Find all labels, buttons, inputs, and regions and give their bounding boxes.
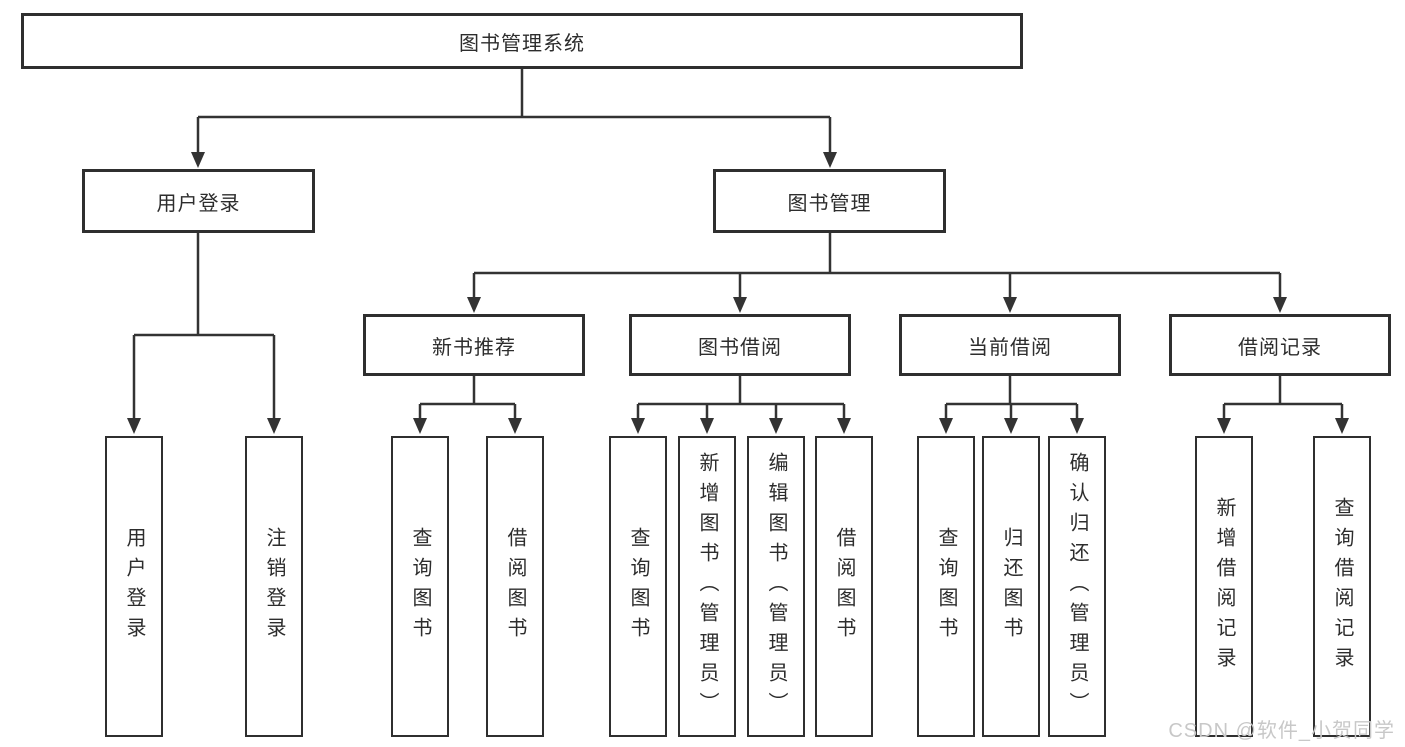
leaf-return-books: 归还图书 [982, 436, 1040, 737]
leaf-logout: 注销登录 [245, 436, 303, 737]
wire-book-management-to-level2 [472, 233, 1282, 298]
node-borrow-record: 借阅记录 [1169, 314, 1391, 376]
leaf-confirm-return-admin-label: 确认归还（管理员） [1066, 451, 1088, 722]
wire-new-book-to-leaves [418, 376, 517, 419]
leaf-logout-label: 注销登录 [263, 526, 285, 647]
leaf-add-borrow-record: 新增借阅记录 [1195, 436, 1253, 737]
leaf-edit-books-admin-label: 编辑图书（管理员） [765, 451, 787, 722]
leaf-add-books-admin: 新增图书（管理员） [678, 436, 736, 737]
node-new-book-recommend: 新书推荐 [363, 314, 585, 376]
leaf-edit-books-admin: 编辑图书（管理员） [747, 436, 805, 737]
node-book-management-label: 图书管理 [787, 192, 872, 215]
node-user-login-branch: 用户登录 [82, 169, 315, 233]
leaf-borrow-books-label: 借阅图书 [833, 526, 855, 647]
wire-borrow-record-to-leaves [1222, 376, 1344, 419]
wire-current-borrow-to-leaves [944, 376, 1079, 419]
leaf-query-borrow-record-label: 查询借阅记录 [1331, 496, 1353, 677]
node-new-book-recommend-label: 新书推荐 [432, 336, 516, 359]
leaf-user-login: 用户登录 [105, 436, 163, 737]
csdn-watermark: CSDN @软件_小贺同学 [1168, 720, 1395, 742]
node-current-borrow-label: 当前借阅 [968, 336, 1052, 359]
leaf-user-login-label: 用户登录 [123, 526, 145, 647]
leaf-borrow-query-books-label: 查询图书 [627, 526, 649, 647]
wire-root-to-level1 [196, 69, 832, 153]
node-book-borrow-label: 图书借阅 [698, 336, 782, 359]
node-root: 图书管理系统 [21, 13, 1023, 69]
leaf-borrow-query-books: 查询图书 [609, 436, 667, 737]
leaf-borrow-books: 借阅图书 [815, 436, 873, 737]
leaf-newbook-borrow-books-label: 借阅图书 [504, 526, 526, 647]
wire-user-login-to-leaves [132, 233, 276, 419]
wire-book-borrow-to-leaves [636, 376, 846, 419]
leaf-current-query-books-label: 查询图书 [935, 526, 957, 647]
leaf-newbook-query-books-label: 查询图书 [409, 526, 431, 647]
leaf-query-borrow-record: 查询借阅记录 [1313, 436, 1371, 737]
leaf-add-books-admin-label: 新增图书（管理员） [696, 451, 718, 722]
leaf-confirm-return-admin: 确认归还（管理员） [1048, 436, 1106, 737]
leaf-add-borrow-record-label: 新增借阅记录 [1213, 496, 1235, 677]
node-borrow-record-label: 借阅记录 [1238, 336, 1322, 359]
node-book-management-branch: 图书管理 [713, 169, 946, 233]
node-current-borrow: 当前借阅 [899, 314, 1121, 376]
node-user-login-label: 用户登录 [156, 192, 241, 215]
leaf-return-books-label: 归还图书 [1000, 526, 1022, 647]
leaf-newbook-borrow-books: 借阅图书 [486, 436, 544, 737]
leaf-newbook-query-books: 查询图书 [391, 436, 449, 737]
node-root-label: 图书管理系统 [459, 32, 585, 55]
leaf-current-query-books: 查询图书 [917, 436, 975, 737]
node-book-borrow: 图书借阅 [629, 314, 851, 376]
